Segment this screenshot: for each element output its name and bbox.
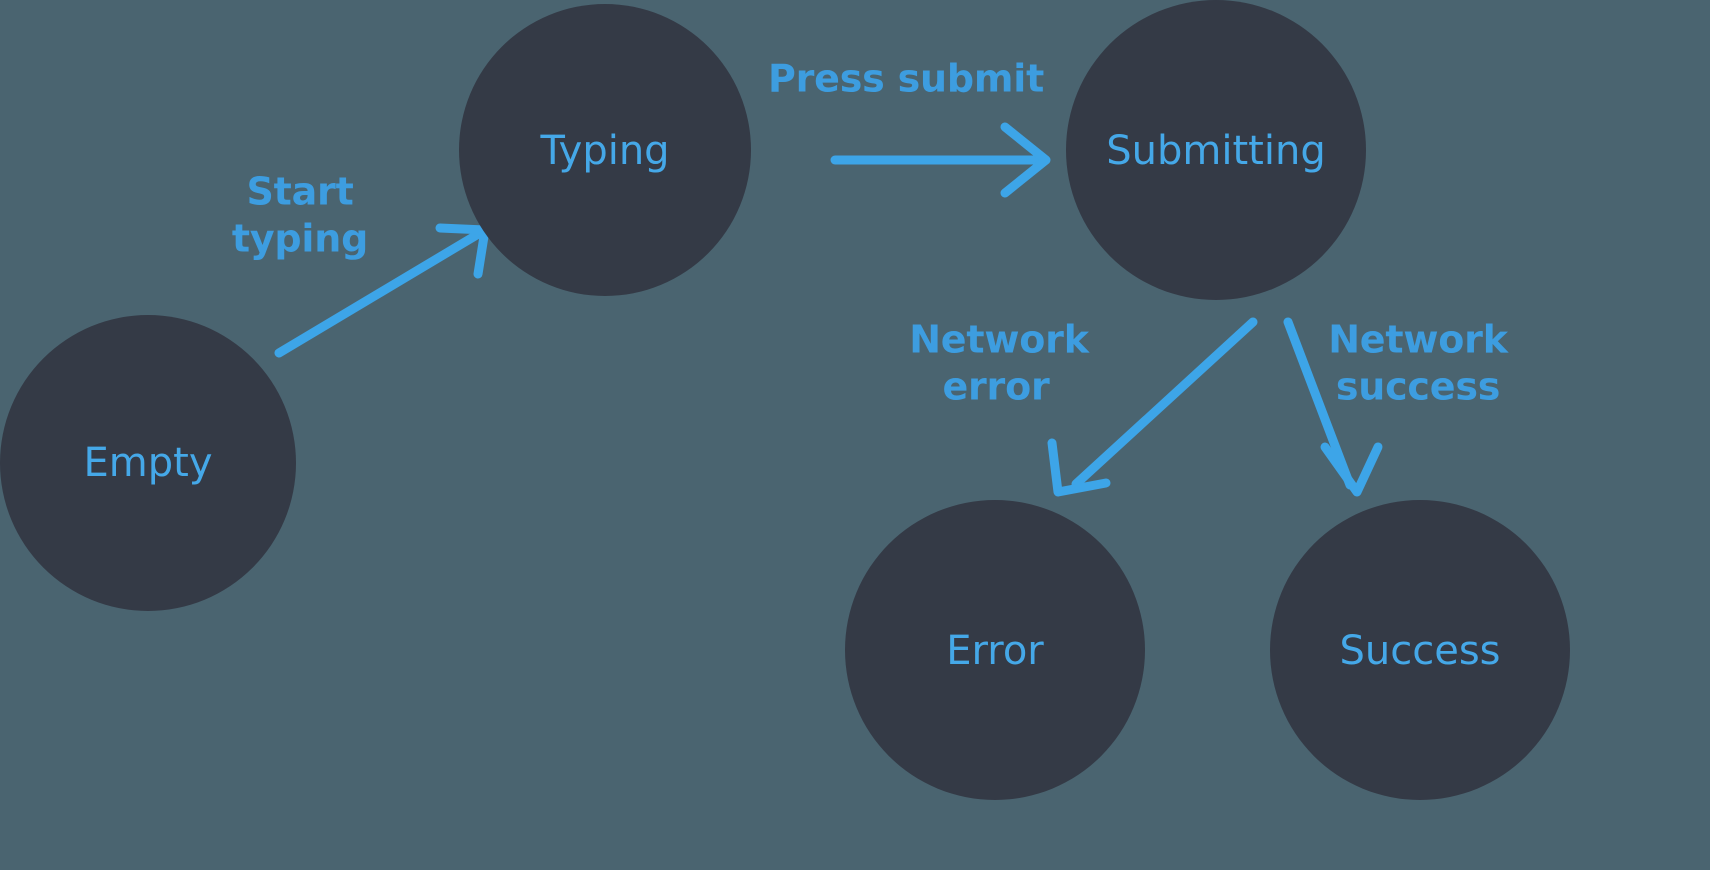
edge-label-network-error-line-2: error [942,365,1050,409]
edge-typing-to-submitting [830,122,1051,198]
edge-submitting-to-success [1283,317,1383,497]
edge-submitting-to-error-arrowhead [1047,438,1111,497]
state-node-success-label: Success [1339,628,1500,674]
edge-label-start-typing-line-2: typing [232,217,368,261]
state-node-submitting-circle[interactable] [1066,0,1366,300]
state-node-error-circle[interactable] [845,500,1145,800]
edge-submitting-to-error [1047,317,1258,497]
edge-typing-to-submitting-arrowhead [1000,122,1051,198]
edge-label-press-submit: Press submit [768,57,1044,101]
edge-submitting-to-success-arrowhead [1320,442,1383,497]
state-node-submitting-label: Submitting [1106,128,1325,174]
state-node-success[interactable]: Success [1270,500,1570,800]
edge-label-network-success-line-2: success [1336,365,1500,409]
edge-submitting-to-error-line [1071,317,1258,489]
edge-label-press-submit-line-1: Press submit [768,57,1044,101]
state-node-empty-circle[interactable] [0,315,296,611]
state-node-submitting[interactable]: Submitting [1066,0,1366,300]
edge-label-network-success: Network success [1328,318,1509,409]
state-node-typing-circle[interactable] [459,4,751,296]
edge-label-network-success-line-1: Network [1328,318,1508,362]
edge-submitting-to-success-line [1283,317,1355,490]
edge-label-start-typing: Start typing [232,170,368,261]
state-node-empty-label: Empty [84,440,213,486]
edge-empty-to-typing-line [274,228,485,358]
edge-label-network-error-line-1: Network [909,318,1089,362]
state-node-success-circle[interactable] [1270,500,1570,800]
edge-label-network-error: Network error [909,318,1090,409]
state-node-typing[interactable]: Typing [459,4,751,296]
state-node-typing-label: Typing [539,128,669,174]
state-node-error-label: Error [946,628,1044,674]
state-node-error[interactable]: Error [845,500,1145,800]
edge-label-start-typing-line-1: Start [246,170,353,214]
state-node-empty[interactable]: Empty [0,315,296,611]
